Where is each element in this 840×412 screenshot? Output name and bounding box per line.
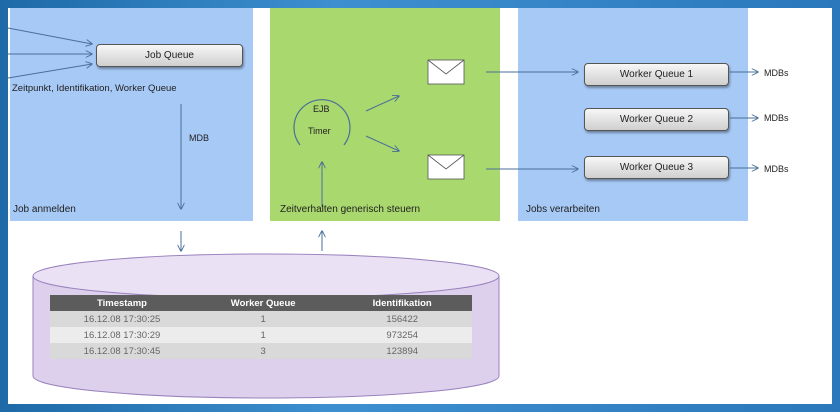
job-fields-label: Zeitpunkt, Identifikation, Worker Queue [12, 83, 177, 94]
timer-to-envelope-1 [365, 96, 399, 112]
worker-queue-3-box: Worker Queue 3 [584, 156, 729, 179]
job-anmelden-label: Job anmelden [13, 204, 76, 215]
zeitverhalten-label: Zeitverhalten generisch steuern [280, 204, 421, 215]
job-table: Timestamp Worker Queue Identifikation 16… [50, 295, 472, 359]
column-header-worker-queue: Worker Queue [193, 295, 333, 311]
table-row: 16.12.08 17:30:29 1 973254 [50, 327, 472, 343]
timer-to-envelope-2 [365, 135, 399, 151]
jobs-verarbeiten-label: Jobs verarbeiten [526, 204, 600, 215]
table-row: 16.12.08 17:30:25 1 156422 [50, 311, 472, 327]
table-row: 16.12.08 17:30:45 3 123894 [50, 343, 472, 359]
input-arrow-1 [8, 27, 92, 44]
table-cell: 16.12.08 17:30:25 [50, 311, 194, 327]
mdbs-label-1: MDBs [764, 68, 789, 78]
job-anmelden-panel [10, 8, 253, 221]
table-cell: 16.12.08 17:30:45 [50, 343, 194, 359]
message-envelope-icon [427, 59, 465, 85]
mdb-label: MDB [189, 133, 209, 143]
job-queue-box: Job Queue [96, 44, 243, 67]
table-cell: 1 [193, 327, 333, 343]
table-cell: 1 [193, 311, 333, 327]
worker-queue-2-box: Worker Queue 2 [584, 108, 729, 131]
worker-queue-1-box: Worker Queue 1 [584, 63, 729, 86]
table-cell: 123894 [332, 343, 472, 359]
table-header-row: Timestamp Worker Queue Identifikation [50, 295, 472, 311]
input-arrow-3 [8, 64, 92, 79]
ejb-label: EJB [313, 104, 330, 114]
timer-circle-icon [293, 99, 351, 146]
column-header-timestamp: Timestamp [50, 295, 194, 311]
message-envelope-icon [427, 154, 465, 180]
mdbs-label-3: MDBs [764, 164, 789, 174]
timer-panel [270, 8, 500, 221]
table-cell: 3 [193, 343, 333, 359]
timer-label: Timer [308, 126, 331, 136]
mdbs-label-2: MDBs [764, 113, 789, 123]
table-cell: 156422 [332, 311, 472, 327]
table-cell: 973254 [332, 327, 472, 343]
diagram-canvas: Job Queue Zeitpunkt, Identifikation, Wor… [8, 8, 832, 404]
column-header-identifikation: Identifikation [332, 295, 472, 311]
table-cell: 16.12.08 17:30:29 [50, 327, 194, 343]
